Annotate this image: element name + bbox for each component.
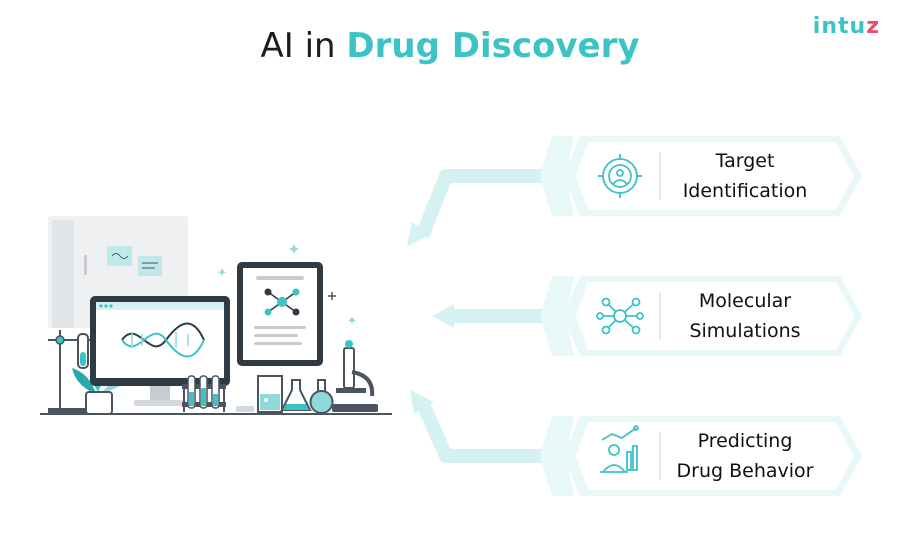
arrow-target — [415, 169, 558, 239]
molecule-network-icon — [596, 297, 644, 335]
retort-stand-icon — [48, 330, 92, 414]
flask-icon — [280, 379, 312, 411]
dna-icon — [121, 322, 205, 358]
page-title: AI in Drug Discovery — [0, 26, 900, 66]
intuz-logo: intuz — [813, 14, 880, 39]
card-label-simulations: Molecular Simulations — [650, 286, 840, 346]
test-tube-rack-icon — [182, 375, 226, 412]
title-highlight: Drug Discovery — [346, 26, 640, 66]
card-label-line1: Target — [715, 150, 775, 172]
title-prefix: AI in — [260, 26, 336, 66]
card-label-line1: Molecular — [698, 290, 792, 312]
card-label-line2: Simulations — [689, 320, 801, 342]
lab-block — [236, 406, 254, 412]
card-molecular-simulations — [540, 276, 862, 356]
computer-monitor — [90, 296, 230, 406]
card-label-line2: Identification — [682, 180, 808, 202]
board-side — [52, 220, 74, 328]
sticky-note-icon — [138, 256, 162, 276]
target-icon — [598, 154, 642, 198]
connector-arrows — [407, 169, 558, 463]
card-label-behavior: Predicting Drug Behavior — [650, 426, 840, 486]
monitor-screen — [96, 302, 224, 378]
card-label-line1: Predicting — [697, 430, 793, 452]
round-flask-icon — [309, 379, 334, 414]
analyst-chart-icon — [600, 425, 639, 473]
arrow-behavior — [415, 399, 558, 463]
card-label-line2: Drug Behavior — [676, 460, 814, 482]
logo-text-main: intu — [812, 14, 867, 39]
card-target-identification — [540, 136, 862, 216]
card-predicting-drug-behavior — [540, 416, 862, 496]
tablet-panel — [237, 262, 323, 366]
microscope-icon — [332, 340, 378, 412]
logo-text-accent: z — [866, 14, 880, 39]
sparkle-icon — [217, 244, 357, 325]
board-handle — [84, 255, 87, 275]
beaker-icon — [257, 375, 283, 413]
lab-illustration — [40, 216, 392, 415]
card-label-target: Target Identification — [650, 146, 840, 206]
molecule-icon — [264, 288, 300, 316]
